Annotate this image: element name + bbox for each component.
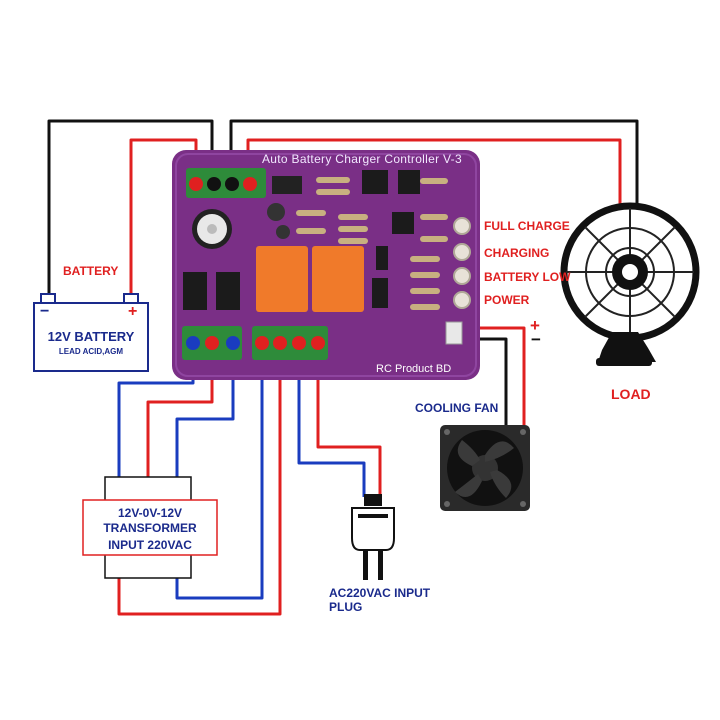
cooling-fan-label: COOLING FAN: [415, 401, 499, 415]
board-brand: RC Product BD: [376, 363, 452, 375]
fan-minus-sign: −: [531, 330, 541, 349]
regulator-1: [183, 272, 207, 310]
wire-fan-red: [460, 326, 526, 428]
cooling-fan-icon: [440, 425, 530, 511]
led-full-charge: [453, 217, 471, 235]
wire-plug-blue: [297, 348, 366, 497]
wire-tr-primary-red: [117, 348, 282, 616]
led-charging: [453, 243, 471, 261]
transformer-line2: TRANSFORMER: [103, 521, 197, 535]
wire-plug-red: [316, 348, 382, 497]
ic-1: [362, 170, 388, 194]
ic-3: [392, 212, 414, 234]
label-power: POWER: [484, 293, 530, 307]
plug-label-line1: AC220VAC INPUT: [329, 586, 431, 600]
label-charging: CHARGING: [484, 246, 550, 260]
relay-2: [312, 246, 364, 312]
transformer-label-box: [82, 499, 218, 556]
battery-body: [33, 302, 149, 372]
plug-label-line2: PLUG: [329, 600, 363, 614]
terminal-screw-bat-neg: [207, 177, 221, 191]
label-battery-low: BATTERY LOW: [484, 270, 571, 284]
battery-minus-sign: −: [40, 303, 50, 320]
battery-type: LEAD ACID,AGM: [58, 347, 124, 356]
terminal-screw-load-neg: [225, 177, 239, 191]
relay-1: [256, 246, 308, 312]
battery-terminal-positive: [123, 293, 139, 304]
label-full-charge: FULL CHARGE: [484, 219, 570, 233]
terminal-block-ac: [252, 326, 328, 360]
wire-tr-primary-blue: [175, 348, 264, 600]
fan-plus-sign: +: [530, 316, 540, 335]
led-power: [453, 291, 471, 309]
ic-2: [398, 170, 420, 194]
fan-connector: [445, 321, 463, 345]
battery-plus-sign: +: [128, 303, 138, 320]
transformer-line1: 12V-0V-12V: [117, 506, 183, 520]
resistors: [296, 177, 448, 310]
controller-board: [172, 150, 480, 380]
transformer-line3: INPUT 220VAC: [108, 538, 192, 552]
battery-name: 12V BATTERY: [47, 329, 135, 344]
switch: [272, 176, 302, 194]
led-battery-low: [453, 267, 471, 285]
wire-tr-blue-right: [175, 348, 235, 477]
board-title: Auto Battery Charger Controller V-3: [262, 152, 462, 166]
transformer: [82, 476, 218, 579]
plug-icon: [351, 494, 395, 580]
battery-terminal-negative: [40, 293, 56, 304]
terminal-screw-load-pos: [243, 177, 257, 191]
status-leds: [453, 217, 471, 309]
regulator-2: [216, 272, 240, 310]
load-label: LOAD: [611, 386, 651, 402]
terminal-screw-bat-pos: [189, 177, 203, 191]
battery: [33, 293, 149, 372]
load-fan-icon: [560, 202, 700, 366]
battery-section-label: BATTERY: [63, 264, 119, 278]
